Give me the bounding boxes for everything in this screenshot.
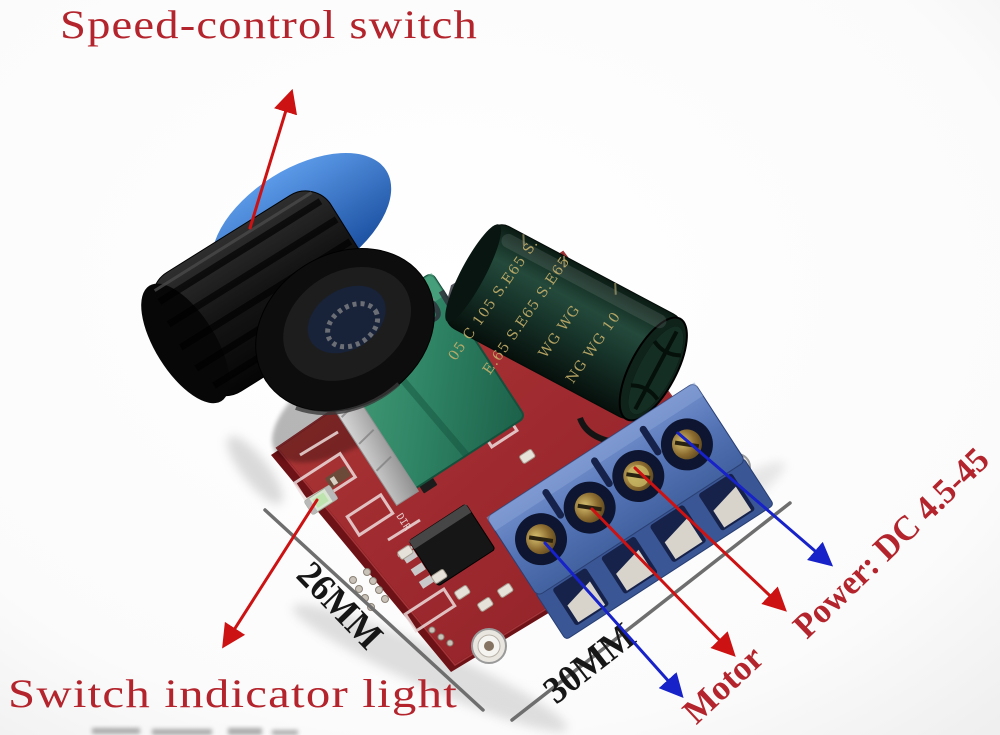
solder-pads: [397, 443, 713, 612]
dimension-line-30mm: [510, 501, 792, 722]
knob: [141, 153, 392, 404]
dimension-line-26mm: [263, 508, 485, 712]
knob-ridges: [157, 198, 376, 389]
knob-collar: [255, 248, 435, 415]
indicator-label: Switch indicator light: [8, 671, 458, 716]
terminal-screw-4: [660, 418, 713, 471]
photo-bottom-remnant: [92, 728, 298, 735]
terminal-wire-slots: [553, 473, 755, 625]
arrow-indicator-light: [222, 498, 319, 649]
callout-arrows: [222, 88, 834, 699]
mounting-hole-bottom: [471, 628, 507, 664]
resistor-band: [329, 476, 339, 486]
terminal-block: [486, 382, 773, 639]
arrow-motor-negative: [543, 541, 684, 699]
terminal-screw-3: [612, 450, 665, 503]
speed-control-label: Speed-control switch: [60, 2, 478, 47]
arrow-power-positive: [633, 466, 787, 612]
arrow-power-negative: [676, 431, 834, 567]
mosfet: [402, 503, 495, 589]
arrow-motor-positive: [590, 507, 736, 657]
potentiometer: B100K: [141, 153, 524, 507]
smd-resistor: [325, 466, 351, 488]
arrow-speed-control: [248, 88, 298, 230]
smd-chip: [418, 476, 438, 494]
